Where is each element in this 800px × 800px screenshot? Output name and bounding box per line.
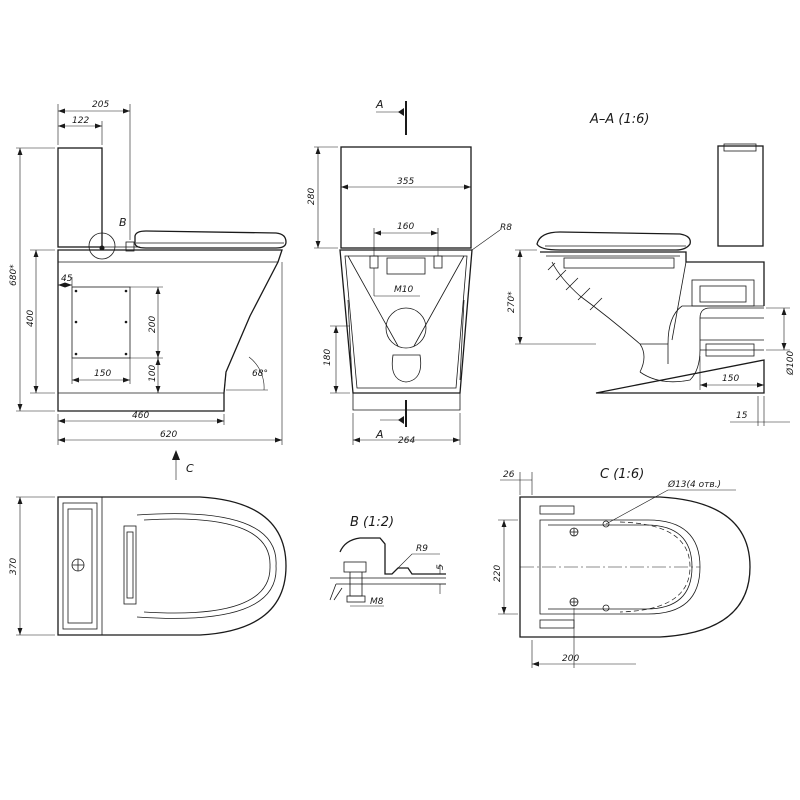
section-view: A–A (1:6) 270* 150 Ø100 15 (507, 112, 796, 426)
cut-mark-bottom: A (375, 428, 384, 441)
dim-45: 45 (61, 274, 73, 284)
dim-205: 205 (92, 100, 109, 110)
section-title: A–A (1:6) (589, 112, 649, 127)
dim-15: 15 (736, 411, 748, 421)
dim-26: 26 (503, 470, 515, 480)
detail-b-view: B (1:2) R9 5 M8 (329, 515, 446, 607)
radius-r9: R9 (416, 544, 428, 554)
thread-m10: M10 (394, 285, 413, 295)
view-c: C (1:6) 26 Ø13(4 отв.) 220 200 (493, 467, 751, 668)
dim-200: 200 (148, 316, 158, 333)
holes-13: Ø13(4 отв.) (667, 479, 721, 490)
dim-270: 270* (507, 291, 517, 313)
dim-460: 460 (132, 411, 149, 421)
top-view: C 370 (9, 450, 287, 636)
view-c-arrow: C (186, 462, 194, 475)
dim-d100: Ø100 (785, 350, 796, 376)
dim-620: 620 (160, 430, 177, 440)
dim-122: 122 (72, 116, 89, 126)
dim-160: 160 (397, 222, 414, 232)
dim-200-c: 200 (562, 654, 579, 664)
dim-150-section: 150 (722, 374, 739, 384)
side-view: 205 122 680* 400 45 200 100 150 460 620 … (9, 100, 287, 445)
detail-b-marker: B (119, 216, 127, 229)
dim-150-side: 150 (94, 369, 111, 379)
dim-220: 220 (493, 565, 503, 582)
dim-400: 400 (26, 310, 36, 327)
view-c-title: C (1:6) (600, 467, 644, 482)
dim-180: 180 (323, 349, 333, 366)
detail-b-title: B (1:2) (350, 515, 394, 530)
dim-5: 5 (436, 564, 446, 570)
angle-68: 68° (252, 369, 268, 379)
dim-280: 280 (307, 188, 317, 205)
radius-r8: R8 (500, 223, 512, 233)
front-view: 280 355 160 R8 M10 180 264 A A (307, 98, 512, 446)
cut-mark-top: A (375, 98, 384, 111)
dim-680: 680* (9, 264, 19, 286)
dim-355: 355 (397, 177, 414, 187)
dim-264: 264 (398, 436, 415, 446)
dim-370: 370 (9, 558, 19, 575)
thread-m8: M8 (370, 597, 384, 607)
dim-100: 100 (148, 365, 158, 382)
